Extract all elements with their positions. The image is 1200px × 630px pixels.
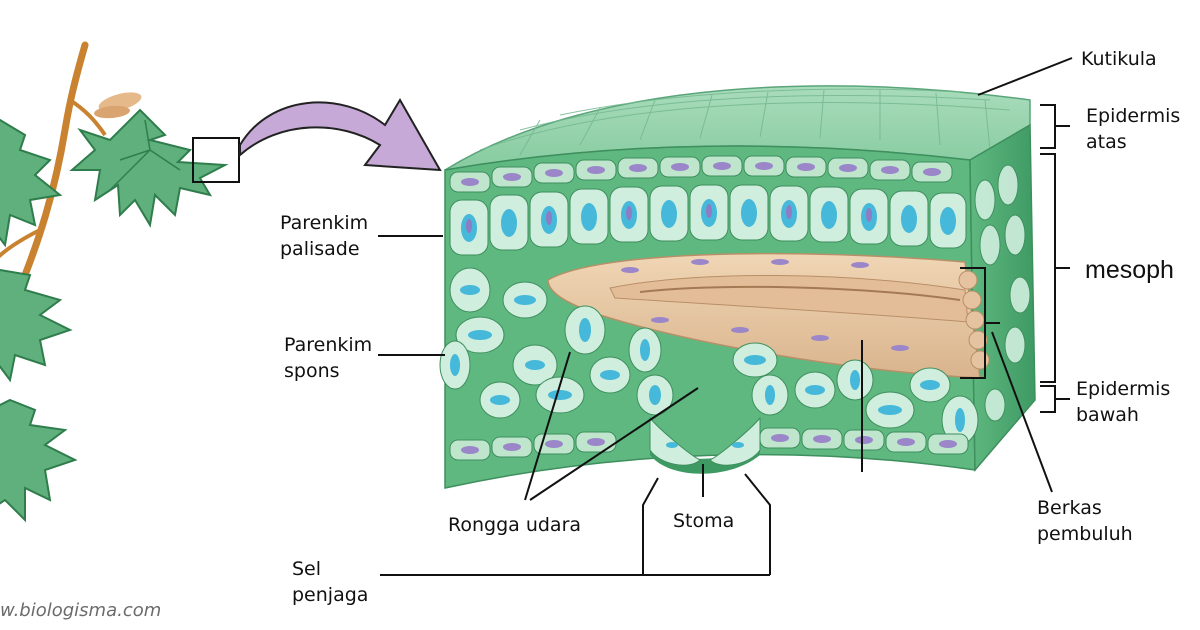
stoma-opening <box>650 440 760 474</box>
label-berkas-pembuluh: Berkas pembuluh <box>1037 495 1133 547</box>
zoom-box <box>192 137 240 183</box>
label-parenkim-spons-line2: spons <box>284 360 340 383</box>
leader-rongga-2 <box>529 387 699 501</box>
label-epidermis-atas-line1: Epidermis <box>1086 105 1181 127</box>
bracket-mesofil <box>1040 153 1070 383</box>
top-surface-cells <box>479 88 1011 156</box>
plant-twig-lower <box>0 228 41 259</box>
label-rongga-udara: Rongga udara <box>448 514 582 536</box>
lower-epidermis-cells <box>449 427 969 461</box>
leader-berkas <box>991 331 1053 493</box>
label-epidermis-atas: Epidermis atas <box>1086 103 1180 155</box>
maple-leaf <box>69 108 229 228</box>
label-berkas-pembuluh-line2: pembuluh <box>1037 523 1133 546</box>
label-sel-penjaga: Sel penjaga <box>292 556 368 608</box>
palisade-vacuoles <box>461 199 956 242</box>
side-face-cells <box>974 164 1031 422</box>
vein-nuclei <box>621 259 909 351</box>
label-parenkim-spons: Parenkim spons <box>284 332 372 384</box>
lower-epidermis-nuclei <box>461 434 957 454</box>
label-mesofil: mesoph <box>1085 256 1174 284</box>
plant-sprig <box>0 41 240 523</box>
watermark-text: w.biologisma.com <box>0 600 162 621</box>
label-parenkim-palisade-line1: Parenkim <box>280 212 369 234</box>
vascular-bundle-groove <box>639 285 961 301</box>
bracket-berkas <box>960 267 1000 379</box>
label-sel-penjaga-line1: Sel <box>292 558 322 580</box>
leader-lines <box>378 57 1073 576</box>
label-epidermis-bawah-line2: bawah <box>1076 404 1139 427</box>
label-parenkim-palisade: Parenkim palisade <box>280 210 368 262</box>
label-kutikula: Kutikula <box>1081 48 1157 70</box>
leaf-vein <box>109 119 181 191</box>
bracket-epidermis-bawah <box>1040 385 1070 413</box>
seed-pod <box>94 105 130 119</box>
label-epidermis-bawah-line1: Epidermis <box>1076 378 1171 400</box>
label-epidermis-atas-line2: atas <box>1086 131 1127 154</box>
maple-leaf <box>0 398 78 523</box>
guard-cell-right <box>709 416 761 466</box>
label-berkas-pembuluh-line1: Berkas <box>1037 497 1102 519</box>
palisade-nuclei <box>466 204 872 233</box>
upper-epidermis-nuclei <box>461 162 941 186</box>
spongy-vacuoles <box>450 285 965 432</box>
plant-twig <box>68 98 107 137</box>
zoom-arrow <box>239 98 442 172</box>
label-stoma: Stoma <box>673 510 735 532</box>
label-parenkim-palisade-line2: palisade <box>280 238 360 261</box>
label-epidermis-bawah: Epidermis bawah <box>1076 376 1170 428</box>
label-sel-penjaga-line2: penjaga <box>292 584 369 607</box>
bracket-sel-penjaga <box>380 473 771 576</box>
leader-kutikula <box>977 57 1073 96</box>
maple-leaf <box>0 118 63 248</box>
leaf-block <box>439 85 1036 489</box>
leader-rongga-1 <box>524 351 571 501</box>
guard-cell-left <box>649 416 701 466</box>
maple-leaf <box>0 268 73 383</box>
label-parenkim-spons-line1: Parenkim <box>284 334 373 356</box>
bracket-epidermis-atas <box>1040 104 1070 149</box>
